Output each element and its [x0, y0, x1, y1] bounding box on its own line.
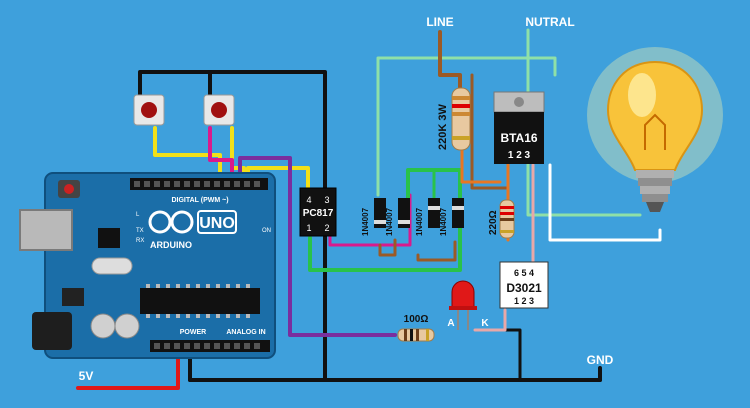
usb-chip	[98, 228, 120, 248]
uno-label: UNO	[199, 215, 235, 232]
wire-yellow-btn1	[153, 126, 222, 182]
bta16-triac: BTA16 1 2 3	[493, 91, 545, 164]
atmega-chip	[140, 288, 260, 314]
wire-purple	[238, 156, 397, 337]
capacitor-right	[114, 313, 140, 339]
resistor-220-label: 220Ω	[488, 210, 499, 235]
wire-orange	[460, 148, 502, 184]
wire-magenta	[208, 126, 234, 180]
bta16-pins: 1 2 3	[508, 150, 531, 161]
arduino-uno-board: UNO ARDUINO DIGITAL (PWM ~) POWER ANALOG…	[19, 172, 276, 359]
wire-brown-a	[378, 238, 397, 257]
usb-port	[19, 209, 73, 251]
diode-1-label: 1N4007	[361, 207, 370, 236]
regulator	[62, 288, 84, 306]
uno-badge	[197, 210, 237, 234]
d3021-optotriac: 6 5 4 D3021 1 2 3	[499, 261, 549, 309]
line-label: LINE	[426, 15, 453, 29]
arduino-brand: ARDUINO	[150, 240, 192, 250]
wire-brown-line	[438, 30, 462, 90]
led-anode-label: A	[447, 318, 454, 329]
gnd-label: GND	[587, 353, 614, 367]
five-volt-label: 5V	[79, 369, 94, 383]
pc817-pin2: 2	[324, 223, 329, 233]
resistor-220k-label: 220K 3W	[437, 104, 449, 150]
diode-2-label: 1N4007	[385, 207, 394, 236]
pc817-optocoupler: PC817 4 3 1 2	[299, 187, 337, 237]
led-cathode-label: K	[481, 318, 489, 329]
tx-label: TX	[136, 228, 144, 234]
wire-lightgreen-line	[376, 56, 557, 197]
diode-2: 1N4007	[385, 198, 410, 236]
on-led-label: ON	[262, 228, 271, 234]
resistor-100: 100Ω	[397, 314, 435, 342]
pc817-label: PC817	[303, 208, 334, 219]
red-led: A K	[447, 280, 489, 330]
power-jack	[32, 312, 72, 350]
d3021-pins-top: 6 5 4	[514, 268, 534, 278]
l-label: L	[136, 212, 140, 218]
arduino-logo-icon	[148, 210, 194, 234]
neutral-label: NUTRAL	[525, 15, 574, 29]
d3021-label: D3021	[506, 281, 542, 295]
diode-3-label: 1N4007	[415, 207, 424, 236]
light-bulb-icon	[587, 47, 723, 212]
pc817-pin1: 1	[306, 223, 311, 233]
diode-4: 1N4007	[439, 198, 464, 236]
wire-white-lamp	[548, 163, 662, 242]
pc817-pin4: 4	[306, 195, 311, 205]
diode-4-label: 1N4007	[439, 207, 448, 236]
d3021-pins-bottom: 1 2 3	[514, 296, 534, 306]
diode-1: 1N4007	[361, 198, 386, 236]
push-button-2	[203, 94, 235, 126]
analog-header-label: ANALOG IN	[226, 329, 265, 336]
resistor-100-label: 100Ω	[404, 314, 429, 325]
diode-bridge: 1N4007 1N4007 1N4007 1N4007	[361, 198, 464, 236]
wire-brown-b	[416, 240, 457, 262]
rx-label: RX	[136, 238, 144, 244]
resistor-220: 220Ω	[488, 199, 515, 239]
capacitor-left	[90, 313, 116, 339]
resistor-220k: 220K 3W	[437, 87, 471, 151]
pc817-pin3: 3	[324, 195, 329, 205]
push-button-1	[133, 94, 165, 126]
wire-pink-k	[473, 308, 507, 332]
crystal	[91, 257, 133, 275]
diode-3: 1N4007	[415, 198, 440, 236]
wire-black-led-k	[488, 328, 522, 382]
power-header-label: POWER	[180, 329, 206, 336]
digital-header-label: DIGITAL (PWM ~)	[171, 197, 228, 204]
bta16-label: BTA16	[500, 131, 537, 145]
